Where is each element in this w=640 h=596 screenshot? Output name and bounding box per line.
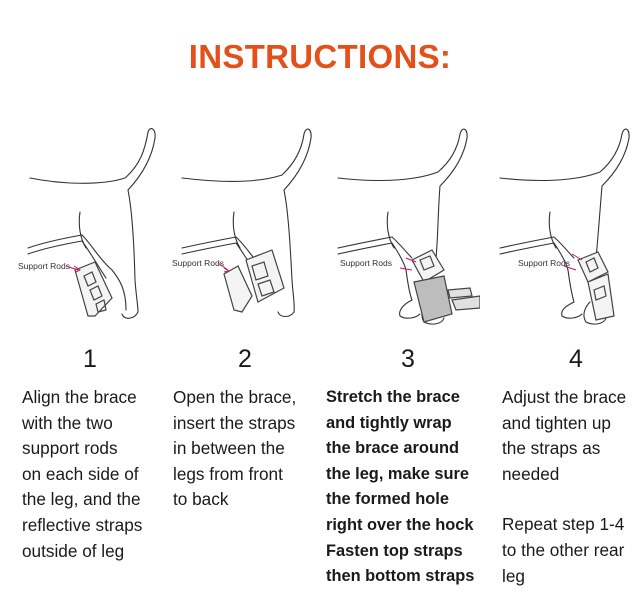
dog-leg-brace-icon: Support Rods [172,128,312,318]
text-line: the leg, and the [22,489,141,510]
text-line: Repeat step 1-4 [502,514,625,535]
text-line: then bottom straps [326,567,475,586]
dog-leg-brace-icon: Support Rods [337,128,480,325]
instructions-title: INSTRUCTIONS: [188,38,452,75]
text-line: insert the straps [173,412,296,433]
text-line: support rods [22,438,118,459]
support-rods-label: Support Rods [518,258,570,268]
step-4-illustration: Support Rods [480,120,640,340]
support-rods-label: Support Rods [18,261,70,271]
text-line: Adjust the brace [502,387,627,407]
text-line: Fasten top straps [326,541,463,560]
dog-leg-brace-icon: Support Rods [18,128,156,319]
text-line: Open the brace, [173,387,297,407]
text-line: right over the hock [326,515,474,534]
text-line: the formed hole [326,490,449,509]
step-3-description: Stretch the brace and tightly wrap the b… [326,385,474,590]
step-2-illustration: Support Rods [160,120,320,340]
step-4-number: 4 [569,345,583,373]
text-line: to the other rear [502,539,625,560]
step-3-number: 3 [401,345,415,373]
text-line: reflective straps [22,514,143,535]
step-2-number: 2 [238,345,252,373]
text-line: and tighten up [502,412,611,433]
text-line: with the two [22,412,113,433]
text-line: Align the brace [22,387,137,407]
text-line: legs from front [173,463,283,484]
step-1-description: Align the brace with the two support rod… [22,385,142,564]
text-line: in between the [173,438,285,459]
step-4-description: Adjust the brace and tighten up the stra… [502,385,626,589]
text-line: leg [502,565,525,586]
text-line: on each side of [22,463,139,484]
text-line: the straps as [502,438,601,459]
dog-leg-brace-icon: Support Rods [499,128,630,325]
text-line: needed [502,463,560,484]
step-2-description: Open the brace, insert the straps in bet… [173,385,296,513]
text-line: outside of leg [22,540,125,561]
step-1-illustration: Support Rods [0,120,160,340]
text-line: the brace around [326,439,459,458]
text-line: Stretch the brace [326,388,460,406]
text-line: to back [173,489,229,510]
support-rods-label: Support Rods [340,258,392,268]
step-3-illustration: Support Rods [320,120,480,340]
text-line: and tightly wrap [326,413,452,432]
support-rods-label: Support Rods [172,258,224,268]
step-1-number: 1 [83,345,97,373]
text-line: the leg, make sure [326,464,470,483]
